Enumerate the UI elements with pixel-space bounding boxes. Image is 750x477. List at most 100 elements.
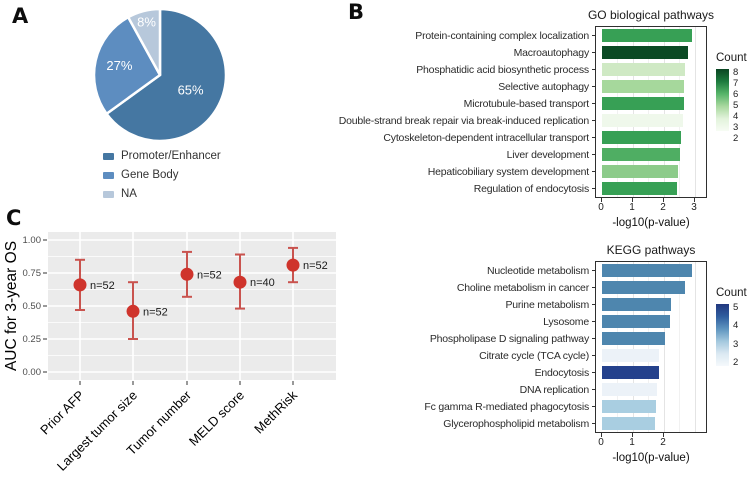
auc-point-4: n=40 xyxy=(233,253,275,310)
kegg-bar-4 xyxy=(602,315,670,328)
category-tick xyxy=(592,154,595,155)
category-tick xyxy=(592,304,595,305)
x-tick xyxy=(631,433,633,437)
x-tick xyxy=(600,433,602,437)
point-marker xyxy=(233,275,247,289)
gridline xyxy=(694,262,696,432)
point-marker xyxy=(126,304,140,318)
count-colorbar xyxy=(716,69,729,131)
category-label: Lysosome xyxy=(345,313,595,330)
gridline xyxy=(663,27,665,197)
go-bar-8 xyxy=(602,148,680,161)
go-chart-title: GO biological pathways xyxy=(587,8,715,22)
count-tick-label: 5 xyxy=(733,302,739,313)
count-colorbar xyxy=(716,304,729,366)
pie-slice-value: 8% xyxy=(137,15,156,30)
category-tick xyxy=(592,137,595,138)
go-bar-9 xyxy=(602,165,678,178)
n-label: n=40 xyxy=(250,277,275,289)
gridline xyxy=(632,27,634,197)
x-tick xyxy=(662,433,664,437)
gridline xyxy=(617,262,618,432)
auc-point-2: n=52 xyxy=(126,281,168,340)
category-label: Cytoskeleton-dependent intracellular tra… xyxy=(345,129,595,146)
n-label: n=52 xyxy=(197,269,222,281)
category-label: Protein-containing complex localization xyxy=(345,27,595,44)
category-label: Hepaticobiliary system development xyxy=(345,163,595,180)
go-bar-7 xyxy=(602,131,682,144)
y-tick-label: 0.75 xyxy=(23,268,42,279)
category-tick xyxy=(592,86,595,87)
x-tick xyxy=(600,198,602,202)
x-tick-label: 0 xyxy=(598,437,604,448)
x-tick-label: 3 xyxy=(691,202,697,213)
point-marker xyxy=(73,278,87,292)
category-label: Endocytosis xyxy=(345,364,595,381)
pie-slice-value: 27% xyxy=(106,58,132,73)
gridline xyxy=(648,262,649,432)
category-label: Fc gamma R-mediated phagocytosis xyxy=(345,398,595,415)
category-label: Regulation of endocytosis xyxy=(345,180,595,197)
go-bar-2 xyxy=(602,46,688,59)
count-tick-label: 5 xyxy=(733,100,739,111)
category-label: Selective autophagy xyxy=(345,78,595,95)
x-tick xyxy=(662,198,664,202)
category-label: Purine metabolism xyxy=(345,296,595,313)
category-tick xyxy=(592,171,595,172)
count-tick-label: 7 xyxy=(733,78,739,89)
category-tick xyxy=(592,338,595,339)
legend-label: Gene Body xyxy=(121,169,179,181)
auc-point-5: n=52 xyxy=(286,246,328,284)
category-tick xyxy=(592,120,595,121)
go-x-axis-title: -log10(p-value) xyxy=(612,217,690,229)
kegg-bar-2 xyxy=(602,281,685,294)
go-bar-5 xyxy=(602,97,684,110)
count-colorbar-ticks: 5 4 3 2 xyxy=(729,302,738,368)
count-tick-label: 4 xyxy=(733,320,739,332)
auc-point-3: n=52 xyxy=(180,250,222,298)
kegg-bar-6 xyxy=(602,349,660,362)
category-tick xyxy=(592,321,595,322)
category-label: Glycerophospholipid metabolism xyxy=(345,415,595,432)
y-tick-label: 0.50 xyxy=(23,301,42,312)
x-tick-label: 1 xyxy=(629,202,635,213)
n-label: n=52 xyxy=(143,306,168,318)
pie-slice-1 xyxy=(105,7,228,143)
x-tick-label: 2 xyxy=(660,202,666,213)
kegg-plot-panel xyxy=(595,261,707,433)
category-tick xyxy=(592,372,595,373)
legend-swatch xyxy=(103,190,114,198)
pie-slice-2 xyxy=(92,15,162,116)
x-tick-label: 2 xyxy=(660,437,666,448)
pie-legend-item: Promoter/Enhancer xyxy=(103,150,221,162)
category-label: Phospholipase D signaling pathway xyxy=(345,330,595,347)
x-tick xyxy=(693,198,695,202)
category-label: Nucleotide metabolism xyxy=(345,262,595,279)
go-plot-panel xyxy=(595,26,707,198)
kegg-legend-body: 5 4 3 2 xyxy=(716,302,750,368)
count-tick-label: 2 xyxy=(733,356,739,368)
y-tick-label: 0.25 xyxy=(23,334,42,345)
pie-slice-3 xyxy=(126,7,162,77)
legend-label: Promoter/Enhancer xyxy=(121,150,221,162)
count-tick-label: 3 xyxy=(733,338,739,350)
gridline xyxy=(632,262,634,432)
panel-a-label: A xyxy=(12,4,29,28)
category-label: Choline metabolism in cancer xyxy=(345,279,595,296)
go-bar-10 xyxy=(602,182,677,195)
kegg-chart-title: KEGG pathways xyxy=(606,243,696,257)
category-tick xyxy=(592,406,595,407)
gridline xyxy=(663,262,665,432)
panel-b-label: B xyxy=(348,0,365,24)
category-tick xyxy=(592,355,595,356)
